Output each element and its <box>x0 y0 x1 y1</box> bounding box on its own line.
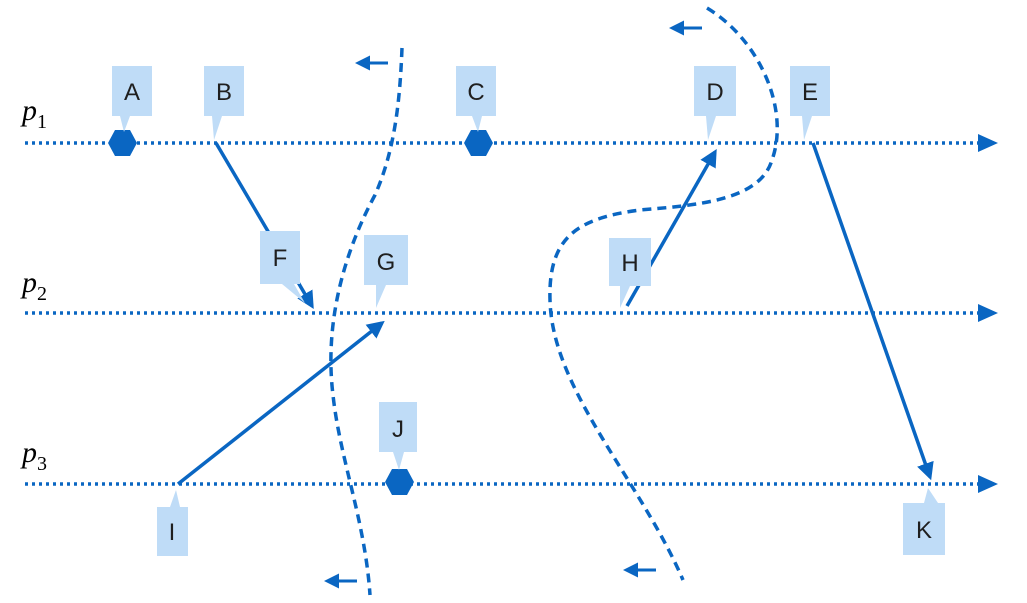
event-label-h: H <box>609 238 651 308</box>
event-label-i: I <box>157 490 188 556</box>
process-label-p3: p3 <box>20 436 47 475</box>
event-label-k: K <box>903 488 945 555</box>
event-label-c: C <box>456 66 496 132</box>
svg-text:H: H <box>621 250 638 277</box>
event-label-e: E <box>790 66 830 140</box>
message-arrow-i-g <box>176 320 385 486</box>
svg-text:A: A <box>124 79 140 106</box>
process-label-p1: p1 <box>20 94 47 133</box>
svg-text:J: J <box>392 416 404 443</box>
cut-left <box>329 47 404 596</box>
timeline-arrow-icon <box>978 134 998 152</box>
message-arrow-e-k <box>811 142 934 481</box>
svg-text:D: D <box>706 79 723 106</box>
event-marker-a <box>108 130 137 156</box>
svg-text:E: E <box>802 79 818 106</box>
event-label-j: J <box>379 402 417 470</box>
event-label-a: A <box>112 66 152 132</box>
timeline-arrow-icon <box>978 475 998 493</box>
svg-text:I: I <box>169 519 176 546</box>
svg-text:C: C <box>467 79 484 106</box>
svg-text:F: F <box>273 245 288 272</box>
svg-text:K: K <box>916 517 932 544</box>
timeline-p3 <box>25 475 998 493</box>
timeline-arrow-icon <box>978 304 998 322</box>
timeline-p2 <box>25 304 998 322</box>
svg-text:G: G <box>377 249 396 276</box>
event-marker-c <box>464 130 493 156</box>
event-label-d: D <box>694 66 736 140</box>
event-label-g: G <box>364 235 408 308</box>
process-label-p2: p2 <box>20 266 47 305</box>
event-marker-j <box>385 469 414 495</box>
event-label-f: F <box>260 231 305 303</box>
svg-text:B: B <box>216 79 232 106</box>
timeline-p1 <box>25 134 998 152</box>
event-label-b: B <box>204 66 244 140</box>
cut-right <box>548 6 779 581</box>
